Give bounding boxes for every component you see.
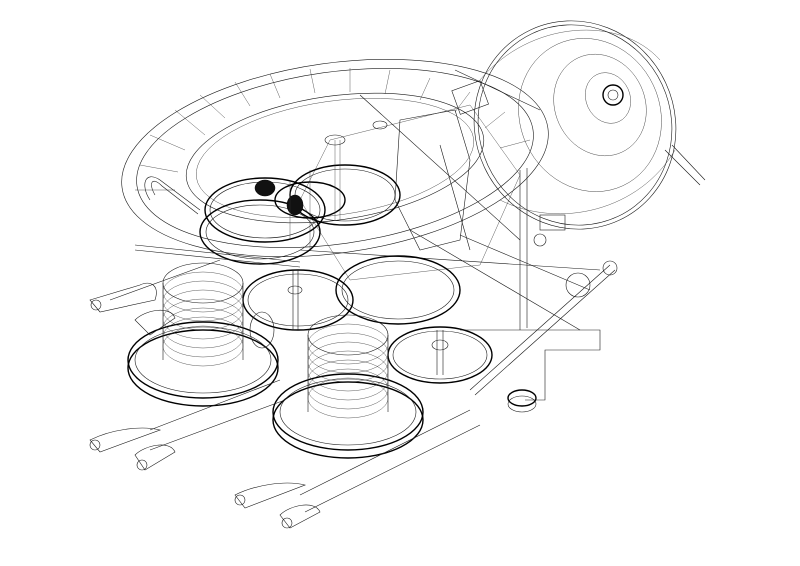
gear-train-middle [242, 255, 493, 384]
mainspring-barrel-right [272, 314, 424, 459]
movement-plates [299, 80, 601, 331]
mainspring-barrel-left [127, 262, 279, 407]
mounting-feet [89, 259, 481, 529]
bell-dome [454, 20, 706, 230]
pendulum-rod [134, 244, 618, 413]
dial-ring [121, 58, 549, 258]
gear-train-upper [199, 120, 401, 265]
